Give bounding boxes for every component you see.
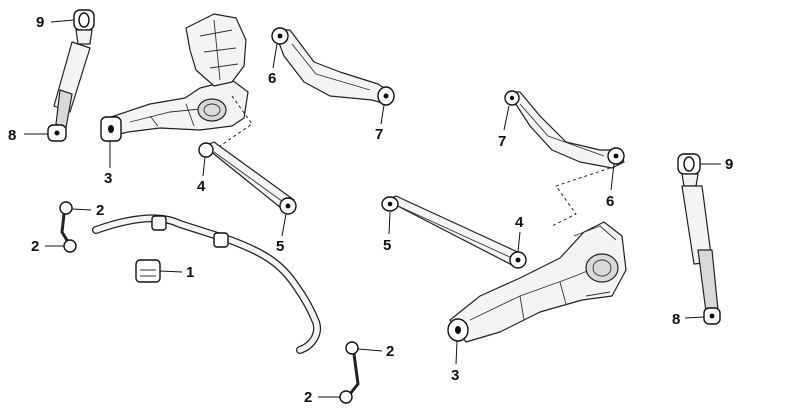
assembly-dash-line-right (551, 167, 611, 227)
hub-bore-right (585, 253, 619, 283)
lateral-link-right (381, 195, 527, 269)
lower-control-arm-right (447, 221, 627, 343)
link-bar-right (385, 195, 523, 267)
stabilizer-link-center (339, 341, 360, 404)
lower-control-arm-left (100, 13, 249, 142)
callout-3-left: 3 (104, 170, 112, 187)
callout-numbers: 9 8 3 4 5 6 7 2 2 1 2 2 7 6 9 8 5 4 3 (8, 14, 733, 406)
callout-2-link-top-center: 2 (386, 343, 394, 360)
callout-1: 1 (186, 264, 194, 281)
callout-2-link-bottom-left: 2 (31, 238, 39, 255)
callout-7-left: 7 (375, 126, 383, 143)
callout-3-right: 3 (451, 367, 459, 384)
callout-2-link-bottom-center: 2 (304, 389, 312, 406)
callout-4-right: 4 (515, 214, 524, 231)
upper-arm-body (273, 29, 391, 105)
lower-arm-body-right (449, 221, 627, 343)
shock-absorber-right (677, 153, 721, 325)
callout-6-right: 6 (606, 193, 614, 210)
callout-9-right: 9 (725, 156, 733, 173)
stabilizer-bushing (135, 259, 161, 283)
assembly-dash-line (219, 95, 253, 147)
shock-lower-body-right (697, 249, 719, 313)
callout-5-left: 5 (276, 238, 284, 255)
upper-arm-body-right (507, 91, 625, 169)
callout-8-left: 8 (8, 127, 16, 144)
stabilizer-bar (92, 214, 321, 354)
shock-absorber-left (47, 9, 95, 142)
hub-bore (197, 98, 227, 122)
upper-arm-left (271, 27, 395, 106)
upper-arm-right (504, 90, 625, 169)
knuckle-upper (185, 13, 247, 87)
callout-4-left: 4 (197, 178, 206, 195)
callout-7-right: 7 (498, 133, 506, 150)
callout-9-left: 9 (36, 14, 44, 31)
lower-arm-body (107, 79, 249, 137)
callout-6-left: 6 (268, 70, 276, 87)
lateral-link-left (198, 141, 297, 215)
leader-lines (24, 19, 721, 398)
callout-5-right: 5 (383, 237, 391, 254)
stabilizer-link-left (59, 201, 77, 253)
callout-2-link-top-left: 2 (96, 202, 104, 219)
callout-8-right: 8 (672, 311, 680, 328)
shock-top-cap (75, 29, 93, 45)
